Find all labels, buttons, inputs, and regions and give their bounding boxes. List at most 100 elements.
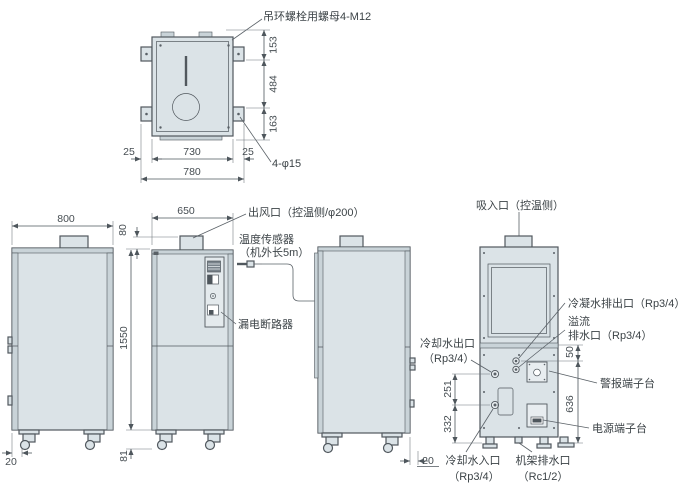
leader-cw-inlet: [465, 408, 494, 453]
dim-636-text: 636: [564, 395, 576, 413]
dim-20-side-text: 20: [422, 455, 434, 467]
label-power-terminal: 电源端子台: [592, 421, 647, 435]
side-strip: [151, 253, 158, 431]
caster: [18, 429, 40, 451]
caster: [83, 429, 105, 451]
label-rack-drain-line1: 机架排水口: [516, 453, 571, 467]
side-strip: [106, 252, 114, 431]
label-overflow-line2: 排水口（Rp3/4）: [568, 328, 652, 342]
dim-1550: 1550: [118, 250, 152, 431]
leader-alarm: [548, 370, 598, 384]
screw: [483, 252, 485, 254]
temperature-sensor-probe: [237, 260, 318, 302]
sensor-cable: [262, 263, 318, 302]
access-panel: [497, 387, 514, 416]
dim-50-text: 50: [564, 346, 576, 358]
dim-251-text: 251: [442, 380, 454, 398]
power-terminal-block: [526, 403, 548, 428]
side-strip: [317, 250, 324, 434]
top-duct: [179, 235, 204, 251]
foot: [482, 436, 498, 449]
screw: [483, 295, 485, 297]
screw: [483, 391, 485, 393]
dim-20-front-text: 20: [5, 456, 17, 468]
overflow-drain-fitting: [512, 365, 520, 374]
rear-fitting-stub: [409, 364, 416, 371]
dim-rows-bottom: 25 730 25 780: [123, 124, 254, 183]
dim-650: 650: [151, 205, 234, 245]
caster-rear-right: [557, 436, 575, 448]
leader-holes: [239, 116, 272, 163]
label-eyebolt-nut: 吊环螺栓用螺母4-M12: [263, 9, 371, 23]
label-cw-inlet-line1: 冷却水入口: [446, 454, 501, 467]
cooling-water-outlet-fitting: [490, 369, 500, 379]
label-cw-outlet-line2: （Rp3/4）: [423, 352, 474, 365]
dim-25-left: 25: [123, 146, 135, 158]
label-breaker: 漏电断路器: [238, 317, 293, 331]
label-condensate: 冷凝水排出口（Rp3/4）: [568, 296, 685, 310]
breaker-toggle: [209, 310, 214, 315]
dim-1550-text: 1550: [118, 326, 130, 350]
rear-fitting-stub: [409, 357, 416, 364]
indicator-lamp: [210, 293, 216, 299]
tab-hole: [145, 112, 148, 116]
right-side-view: 20: [314, 235, 439, 467]
screw: [483, 337, 485, 339]
hinge: [7, 395, 13, 406]
caster: [321, 432, 343, 454]
dim-chain-right: 153 484 163: [226, 29, 280, 141]
dim-20-side: 20: [400, 437, 439, 467]
top-view: 吊环螺栓用螺母4-M12 4-φ15 153 484 163 25 730 25…: [123, 9, 371, 183]
tab-hole: [237, 52, 240, 56]
screw: [483, 354, 485, 356]
top-duct: [504, 235, 533, 249]
dim-80: 80: [117, 224, 178, 259]
top-duct: [59, 235, 89, 249]
screw: [553, 354, 555, 356]
label-sensor-line1: 温度传感器: [239, 232, 294, 246]
screw: [159, 44, 162, 47]
label-air-inlet: 吸入口（控温侧）: [476, 198, 564, 212]
front-view: 800 20: [2, 213, 114, 468]
dim-81: 81: [118, 420, 152, 462]
duct-opening-circle: [172, 93, 200, 121]
top-view-inner-panel: [156, 41, 229, 132]
leader-eyebolt: [231, 18, 263, 41]
label-air-outlet: 出风口（控温侧/φ200）: [248, 205, 365, 219]
rear-view: 吸入口（控温侧）: [420, 198, 685, 483]
leader-power: [542, 419, 590, 429]
leader-condensate: [518, 302, 566, 359]
leader-cw-outlet: [470, 359, 492, 373]
label-cw-outlet-line1: 冷却水出口: [420, 336, 475, 350]
dim-20-front: 20: [2, 433, 32, 468]
dim-800-text: 800: [57, 213, 75, 225]
screw: [553, 427, 555, 429]
top-band: [317, 246, 411, 252]
dim-25-right: 25: [242, 146, 254, 158]
tab-hole: [237, 112, 240, 116]
screw: [553, 295, 555, 297]
screw: [159, 126, 162, 129]
label-mount-holes: 4-φ15: [272, 158, 301, 170]
caster: [203, 429, 225, 451]
leader-breaker: [220, 311, 237, 325]
screw: [227, 44, 230, 47]
dim-153: 153: [268, 36, 280, 54]
inlet-grille-inner: [491, 267, 547, 334]
label-sensor-line2: （机外长5m）: [239, 245, 309, 259]
dim-484: 484: [268, 75, 280, 93]
leader-overflow: [518, 329, 566, 368]
condensate-drain-fitting: [512, 357, 520, 365]
section-divider: [479, 342, 559, 349]
control-panel: [204, 256, 225, 328]
top-view-body: [151, 36, 234, 137]
hinge: [7, 336, 13, 345]
dim-251-332: 251 332: [442, 373, 490, 444]
leader-air-outlet: [192, 213, 247, 239]
switch-rocker: [207, 275, 213, 284]
screw: [227, 126, 230, 129]
rack-drain-stub: [514, 436, 523, 444]
rear-fitting-stub: [409, 399, 415, 408]
